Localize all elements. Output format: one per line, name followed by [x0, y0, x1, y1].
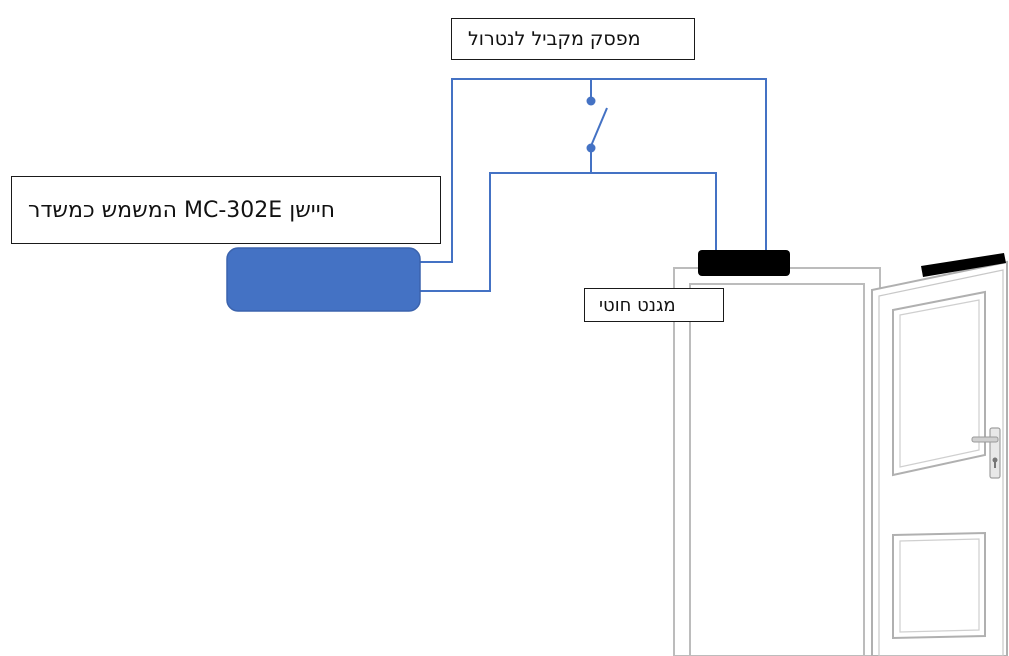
door-magnet-bar — [921, 253, 1006, 277]
wire-bottom-loop — [420, 172, 717, 292]
wired-magnet — [698, 250, 790, 276]
sensor-body — [226, 247, 421, 312]
sensor-label: חיישן MC-302E המשמש כמשדר — [11, 176, 441, 244]
wires — [420, 78, 767, 292]
door-frame — [673, 267, 881, 656]
switch-lever — [590, 107, 608, 147]
magnet-label-text: מגנט חוטי — [599, 294, 676, 316]
magnet-label: מגנט חוטי — [584, 288, 724, 322]
switch-contact-bottom — [586, 143, 596, 153]
parallel-switch-label-text: מפסק מקביל לנטרול — [468, 28, 641, 50]
parallel-switch-label: מפסק מקביל לנטרול — [451, 18, 695, 60]
switch-contact-top — [586, 96, 596, 106]
open-door-icon — [871, 260, 1008, 656]
wire-top-loop — [420, 78, 767, 263]
door-handle-icon — [971, 427, 1001, 479]
sensor-label-text: חיישן MC-302E המשמש כמשדר — [28, 197, 335, 223]
